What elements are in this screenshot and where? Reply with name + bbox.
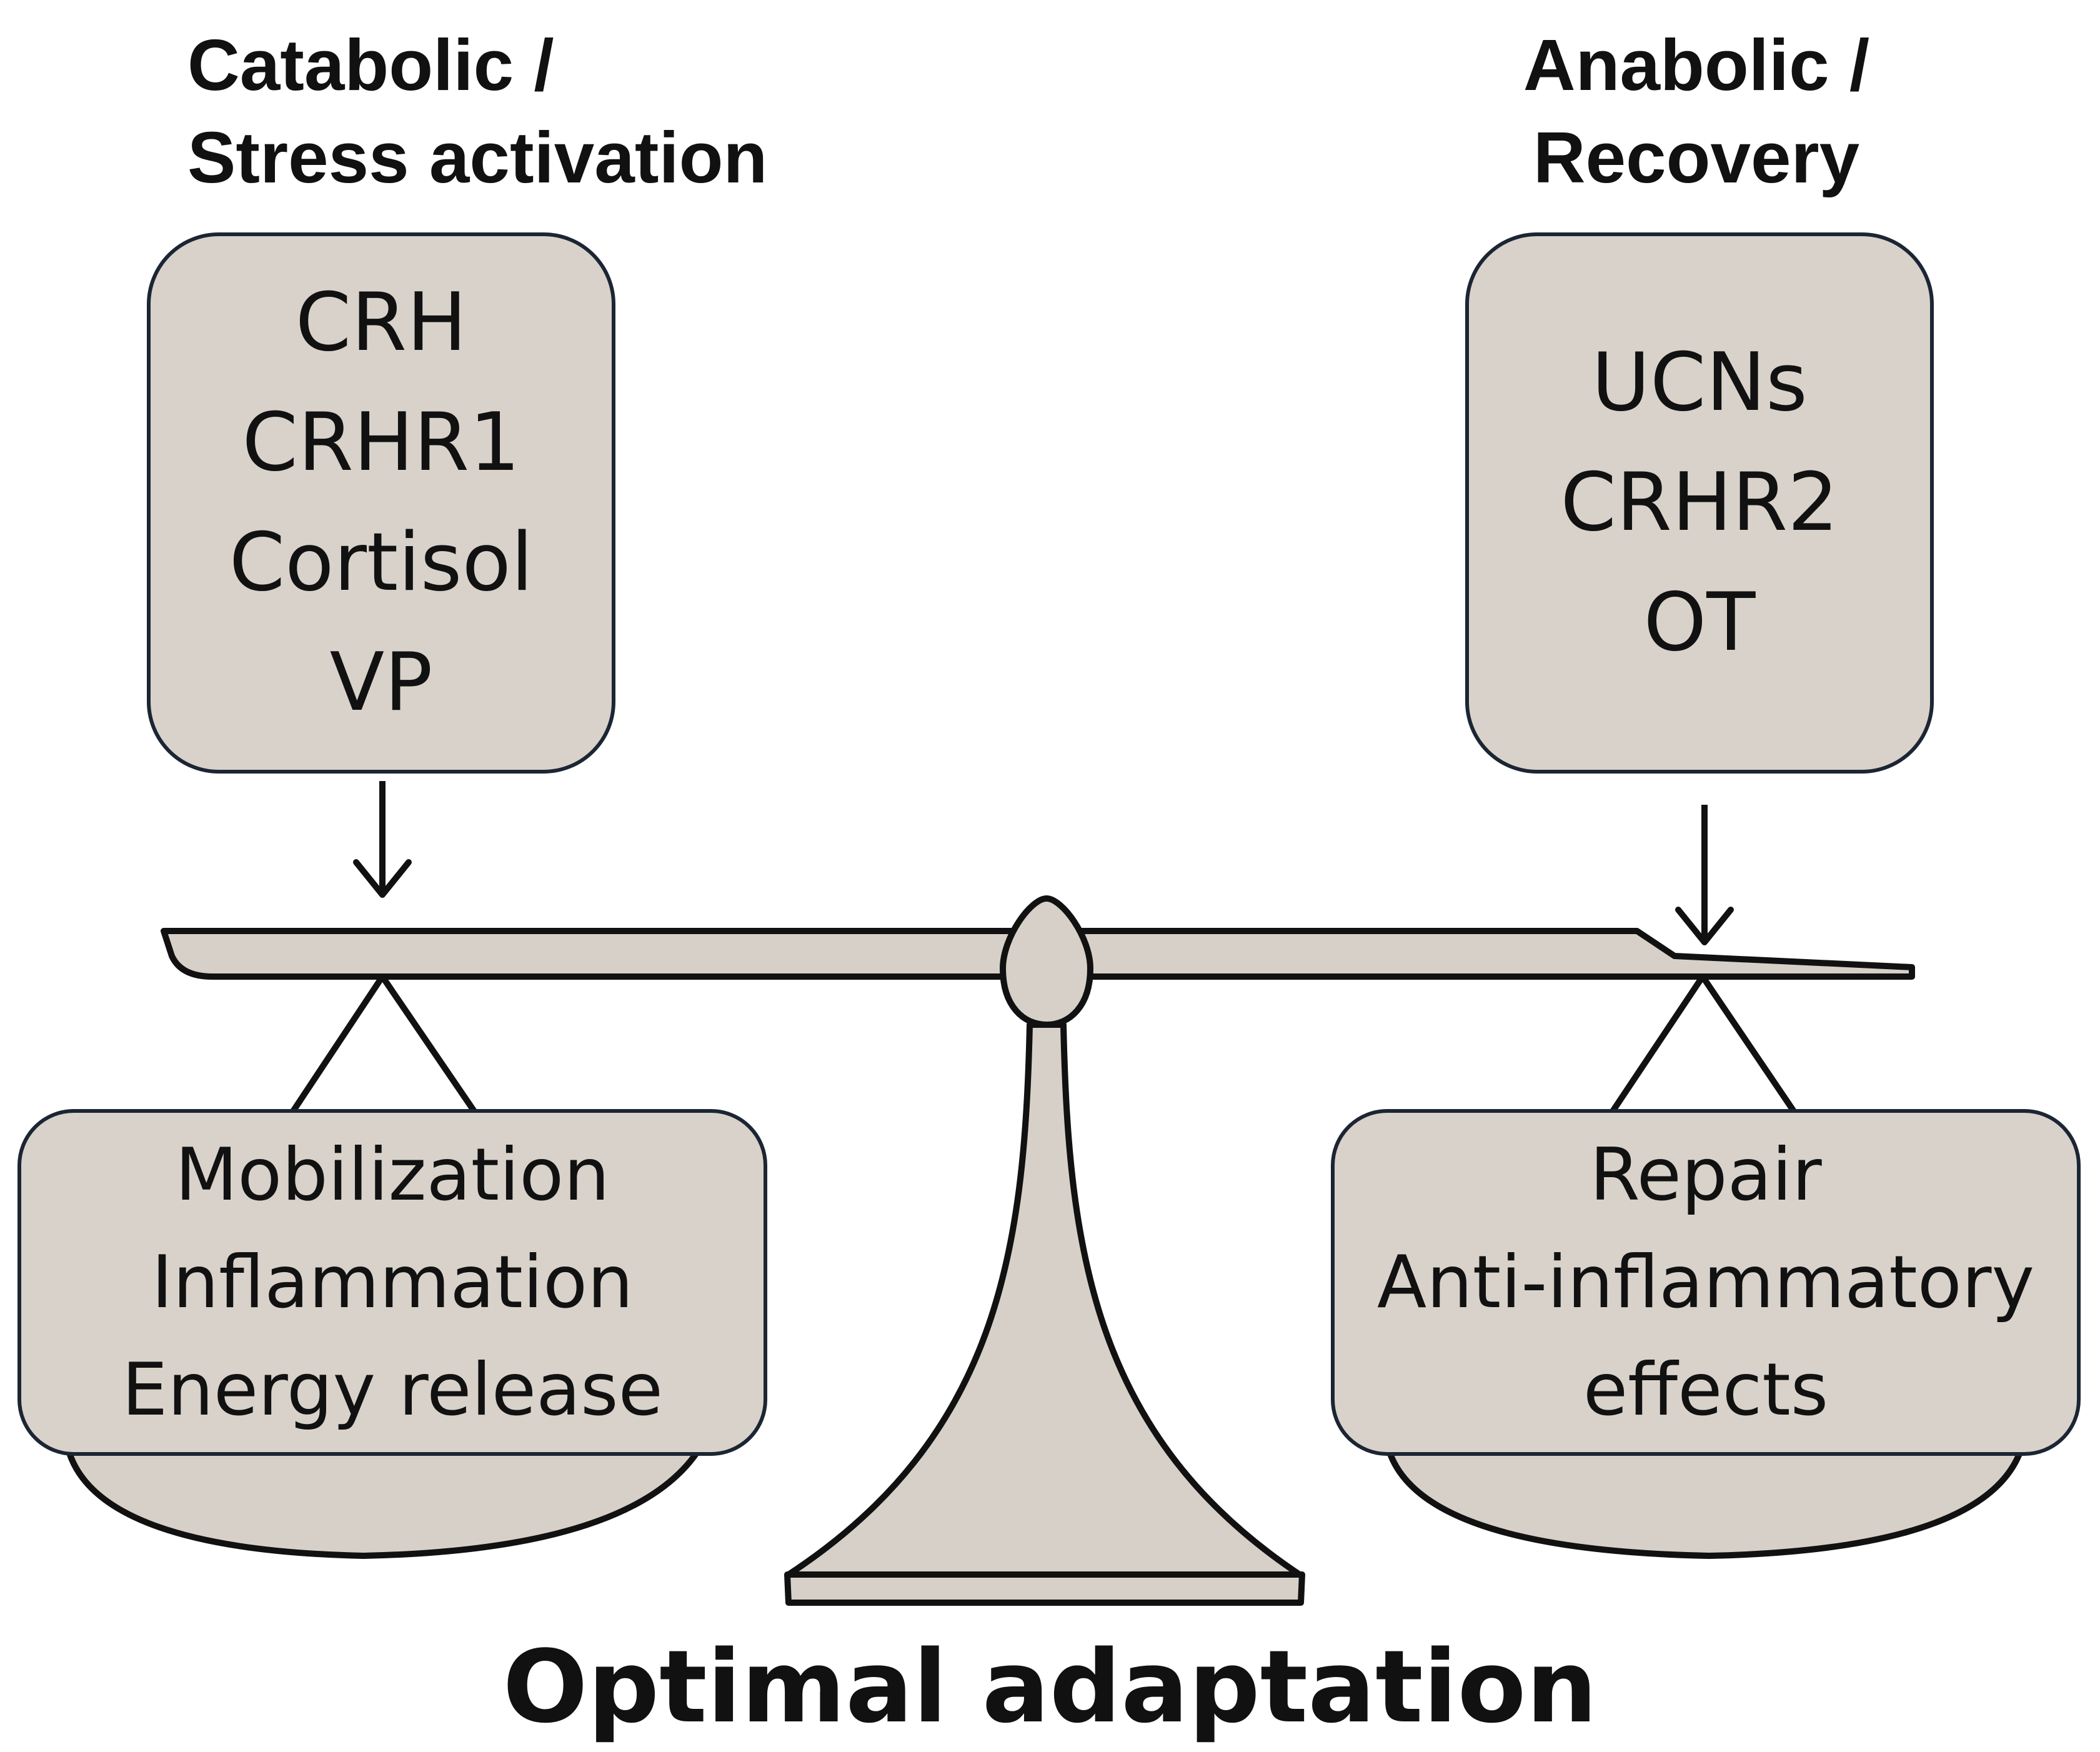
right-arrow-head	[1675, 907, 1734, 945]
mediator-label: OT	[1643, 576, 1756, 669]
catabolic-heading-line: Catabolic /	[187, 24, 554, 106]
left-pan-hanger	[289, 973, 478, 1114]
catabolic-effects-box: Mobilization Inflammation Energy release	[17, 1109, 767, 1456]
anabolic-effects-box: Repair Anti-inflammatory effects	[1331, 1109, 2081, 1456]
anabolic-mediators-box: UCNs CRHR2 OT	[1465, 232, 1934, 774]
effect-label: Anti-inflammatory	[1376, 1240, 2035, 1325]
catabolic-heading-line: Stress activation	[187, 117, 768, 198]
catabolic-mediators-box: CRH CRHR1 Cortisol VP	[147, 232, 615, 774]
anabolic-heading-line: Anabolic /	[1523, 24, 1870, 106]
effect-label: Mobilization	[175, 1132, 610, 1217]
effect-label: Inflammation	[151, 1240, 634, 1325]
mediator-label: VP	[329, 636, 433, 729]
left-arrow-head	[353, 859, 412, 898]
scale-base	[784, 1571, 1305, 1606]
mediator-label: CRHR2	[1560, 456, 1839, 549]
effect-label: Repair	[1590, 1132, 1822, 1217]
anabolic-heading-line: Recovery	[1533, 117, 1860, 198]
scale-pivot	[999, 895, 1094, 1028]
catabolic-heading: Catabolic / Stress activation	[187, 19, 767, 204]
right-pan-bowl	[1383, 1434, 2028, 1559]
anabolic-heading: Anabolic / Recovery	[1468, 19, 1924, 204]
scale-column	[785, 1022, 1303, 1578]
effect-label: effects	[1583, 1347, 1829, 1432]
mediator-label: Cortisol	[229, 516, 534, 609]
mediator-label: CRHR1	[242, 396, 520, 489]
right-pan-hanger	[1609, 973, 1798, 1114]
mediator-label: UCNs	[1591, 336, 1808, 429]
mediator-label: CRH	[295, 276, 467, 369]
diagram-caption: Optimal adaptation	[502, 1628, 1598, 1745]
left-pan-bowl	[62, 1434, 709, 1559]
effect-label: Energy release	[122, 1347, 663, 1432]
